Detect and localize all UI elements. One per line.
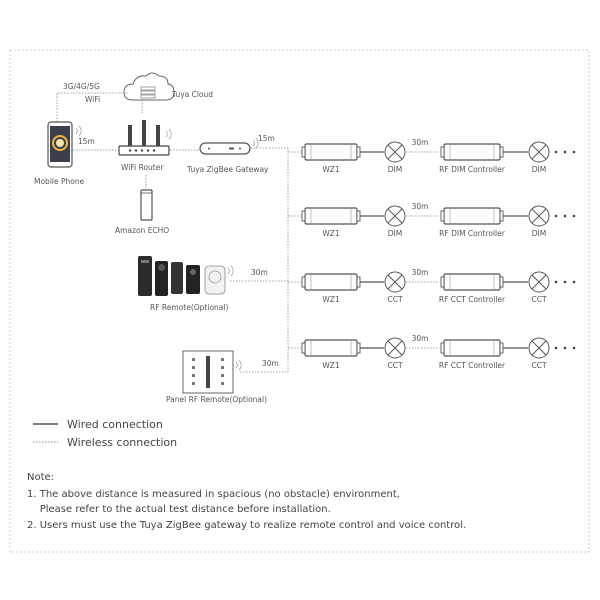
end-lamp-label: CCT	[531, 295, 546, 304]
note-line-3: 2. Users must use the Tuya ZigBee gatewa…	[27, 520, 467, 531]
zigbee-gateway-icon	[199, 137, 259, 155]
panel-remote-label: Panel RF Remote(Optional)	[166, 395, 267, 404]
controller-row: WZ1 CCT 30m RF CCT Controller CCT	[288, 334, 576, 370]
rf-remote-label: RF Remote(Optional)	[150, 303, 228, 312]
note-line-2: Please refer to the actual test distance…	[27, 504, 331, 515]
panel-remote-icon	[182, 350, 242, 394]
dim-lamp-icon	[384, 141, 406, 163]
more-dots-icon	[554, 280, 576, 284]
wz1-module-icon	[301, 207, 361, 225]
end-lamp-label: CCT	[531, 361, 546, 370]
rf-controller-icon	[440, 273, 504, 291]
dim-lamp-icon	[384, 271, 406, 293]
wifi-router-icon	[118, 120, 172, 156]
cloud-icon	[123, 72, 175, 101]
lamp-label: CCT	[387, 361, 402, 370]
module-label: WZ1	[322, 165, 340, 174]
controller-label: RF CCT Controller	[439, 361, 506, 370]
lamp-icon	[528, 205, 550, 227]
note-title: Note:	[27, 472, 55, 483]
wz1-module-icon	[301, 339, 361, 357]
lamp-label: DIM	[388, 229, 402, 238]
lamp-icon	[528, 271, 550, 293]
legend-wireless-label: Wireless connection	[67, 436, 177, 449]
end-lamp-label: DIM	[532, 165, 546, 174]
amazon-echo-label: Amazon ECHO	[115, 226, 169, 235]
mobile-phone-label: Mobile Phone	[34, 177, 85, 186]
wz1-module-icon	[301, 143, 361, 161]
controller-row: WZ1 DIM 30m RF DIM Controller DIM	[288, 138, 576, 174]
rf-controller-icon	[440, 339, 504, 357]
controller-label: RF DIM Controller	[439, 229, 506, 238]
end-lamp-label: DIM	[532, 229, 546, 238]
phone-router-distance: 15m	[78, 137, 95, 146]
diagram-border	[9, 49, 590, 553]
module-label: WZ1	[322, 361, 340, 370]
controller-row: WZ1 DIM 30m RF DIM Controller DIM	[288, 202, 576, 238]
lamp-label: CCT	[387, 295, 402, 304]
lamp-icon	[528, 337, 550, 359]
row-distance: 30m	[412, 334, 429, 343]
lamp-icon	[528, 141, 550, 163]
zigbee-gateway-label: Tuya ZigBee Gateway	[186, 165, 269, 174]
note-line-1: 1. The above distance is measured in spa…	[27, 489, 400, 500]
dim-lamp-icon	[384, 205, 406, 227]
wz1-module-icon	[301, 273, 361, 291]
mobile-phone-icon	[47, 121, 82, 168]
row-distance: 30m	[412, 202, 429, 211]
row-distance: 30m	[412, 268, 429, 277]
more-dots-icon	[554, 346, 576, 350]
more-dots-icon	[554, 214, 576, 218]
row-distance: 30m	[412, 138, 429, 147]
module-label: WZ1	[322, 295, 340, 304]
controller-label: RF DIM Controller	[439, 165, 506, 174]
dim-lamp-icon	[384, 337, 406, 359]
panel-remote-link	[240, 348, 289, 373]
amazon-echo-icon	[140, 189, 153, 221]
rf-controller-icon	[440, 143, 504, 161]
phone-cloud-link	[56, 92, 128, 122]
legend-wired-label: Wired connection	[67, 418, 163, 431]
cloud-label: Tuya Cloud	[171, 90, 213, 99]
controller-label: RF CCT Controller	[439, 295, 506, 304]
rf-remote-group-icon	[138, 256, 234, 296]
wifi-router-label: WiFi Router	[121, 163, 164, 172]
module-label: WZ1	[322, 229, 340, 238]
router-gateway-distance: 15m	[258, 134, 275, 143]
rf-controller-icon	[440, 207, 504, 225]
controller-row: WZ1 CCT 30m RF CCT Controller CCT	[288, 268, 576, 304]
lamp-label: DIM	[388, 165, 402, 174]
rf-remote-distance: 30m	[251, 268, 268, 277]
panel-remote-distance: 30m	[262, 359, 279, 368]
network-label: 3G/4G/5G	[63, 82, 100, 91]
wifi-label: WiFi	[85, 95, 100, 104]
more-dots-icon	[554, 150, 576, 154]
